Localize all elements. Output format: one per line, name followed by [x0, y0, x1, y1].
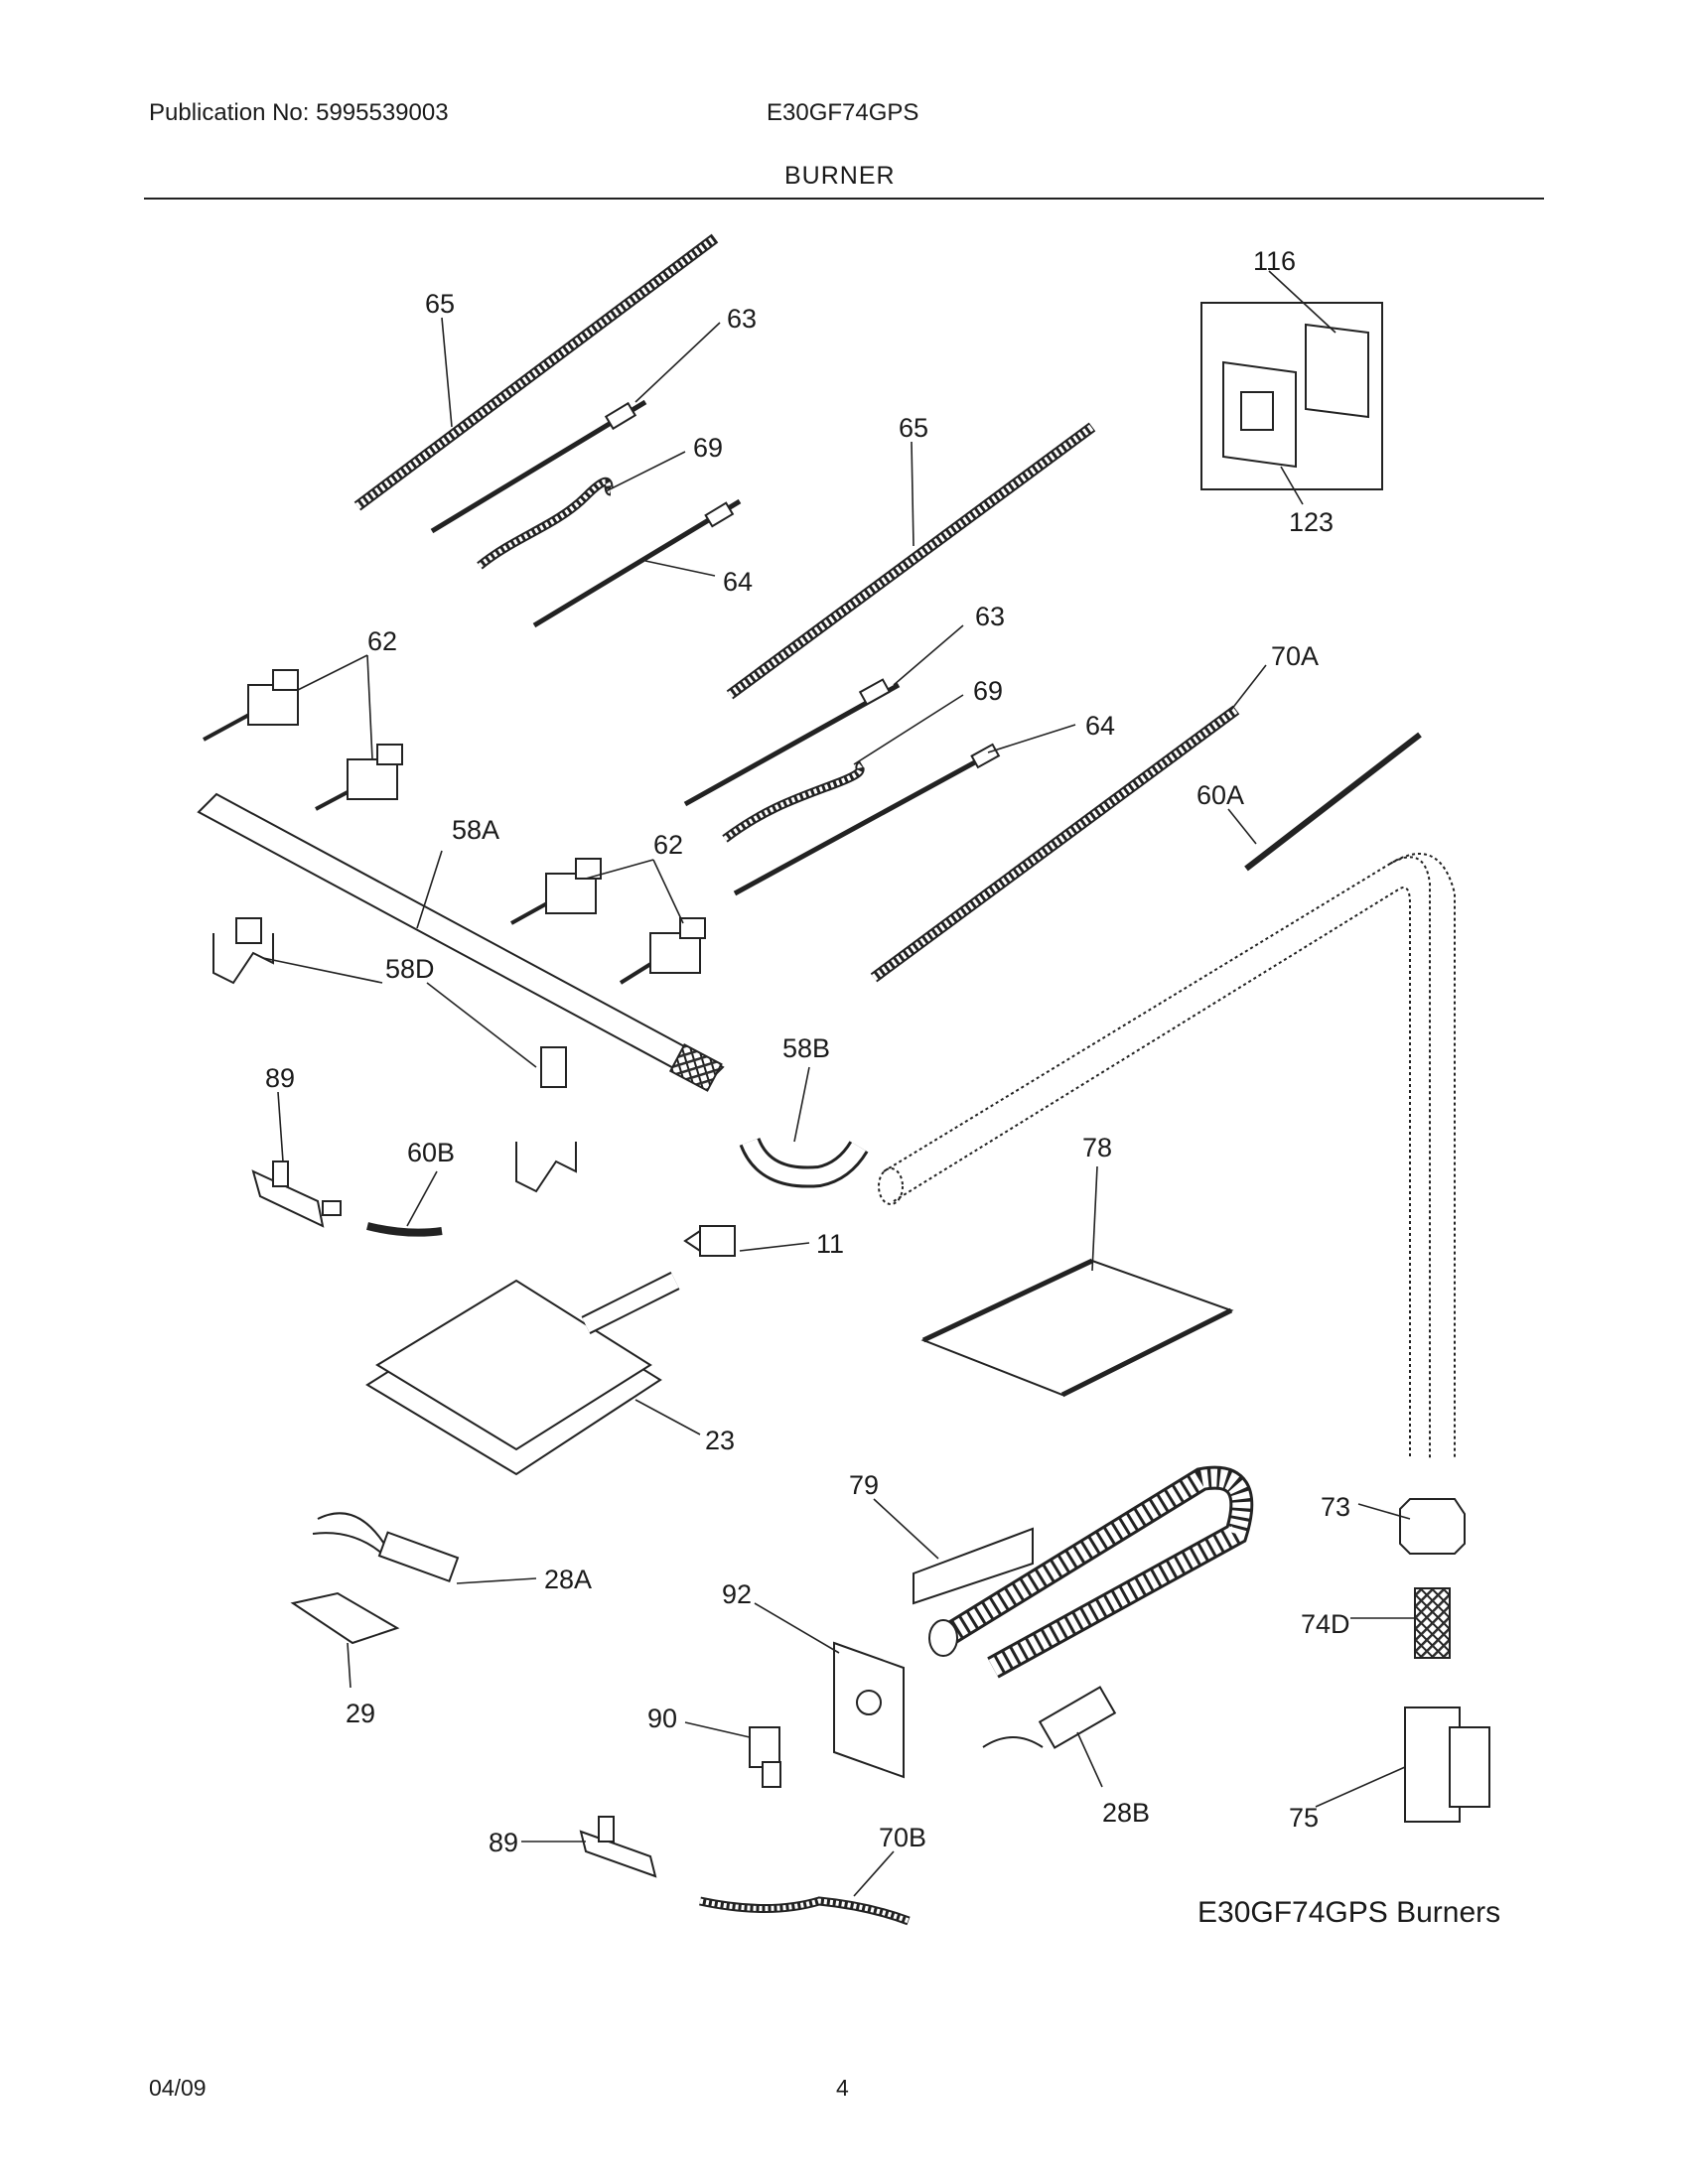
- tube-64-upper: [532, 498, 742, 628]
- footer-date: 04/09: [149, 2075, 207, 2101]
- callout-28b: 28B: [1102, 1798, 1150, 1828]
- callout-29: 29: [346, 1699, 375, 1728]
- header-rule: [144, 198, 1544, 200]
- flex-tube-65-upper: [353, 233, 719, 511]
- wire-60a: [1244, 732, 1422, 872]
- callout-63-upper: 63: [727, 304, 757, 334]
- tube-63-lower: [683, 678, 901, 807]
- plate-92: [833, 1641, 905, 1779]
- callout-70a: 70A: [1271, 641, 1319, 671]
- fitting-73: [1399, 1498, 1466, 1555]
- valve-62-a: [203, 669, 299, 742]
- section-title: BURNER: [784, 162, 896, 190]
- callout-58a: 58A: [452, 815, 499, 845]
- gas-pipe: [878, 853, 1456, 1459]
- callout-28a: 28A: [544, 1565, 592, 1594]
- callout-89-bottom: 89: [489, 1828, 518, 1857]
- burner-23: [365, 1272, 680, 1476]
- callout-69-lower: 69: [973, 676, 1003, 706]
- callout-92: 92: [722, 1579, 752, 1609]
- callout-74d: 74D: [1301, 1609, 1350, 1639]
- callout-78: 78: [1082, 1133, 1112, 1162]
- callout-64-upper: 64: [723, 567, 753, 597]
- flex-tube-65-lower: [726, 422, 1096, 700]
- callout-58d: 58D: [385, 954, 435, 984]
- callout-62-lower: 62: [653, 830, 683, 860]
- tube-63-upper: [430, 399, 647, 534]
- heat-shield-78: [920, 1258, 1234, 1398]
- bracket-29: [290, 1591, 400, 1645]
- leader-lines: [262, 270, 1415, 1897]
- callout-63-lower: 63: [975, 602, 1005, 631]
- callout-70b: 70B: [879, 1823, 926, 1852]
- tube-64-lower: [733, 743, 1001, 896]
- page-number: 4: [836, 2075, 849, 2101]
- callout-89-top: 89: [265, 1063, 295, 1093]
- igniter-89-top: [251, 1160, 342, 1228]
- bracket-58d-b: [515, 1046, 577, 1193]
- burner-79: [913, 1465, 1254, 1679]
- callout-65-lower: 65: [899, 413, 928, 443]
- igniter-28b: [982, 1686, 1117, 1749]
- callout-58b: 58B: [782, 1033, 830, 1063]
- igniter-28a: [312, 1512, 460, 1583]
- callout-23: 23: [705, 1426, 735, 1455]
- callout-62-upper: 62: [367, 626, 397, 656]
- valve-62-c: [510, 858, 602, 925]
- wire-60b: [366, 1222, 443, 1237]
- orifice-11: [683, 1225, 736, 1257]
- callout-labels: 65 63 69 64 116 123 65 63 69 64 70A 62 6…: [265, 246, 1350, 1857]
- spark-module-box: [1200, 302, 1383, 490]
- publication-number: Publication No: 5995539003: [149, 99, 449, 126]
- diagram-caption: E30GF74GPS Burners: [1197, 1896, 1501, 1929]
- flex-tube-70a: [870, 705, 1240, 983]
- callout-11: 11: [816, 1229, 844, 1259]
- model-number: E30GF74GPS: [767, 99, 919, 126]
- callout-116: 116: [1253, 246, 1296, 276]
- callout-65-upper: 65: [425, 289, 455, 319]
- callout-64-lower: 64: [1085, 711, 1115, 741]
- elbow-58b: [739, 1137, 869, 1188]
- manifold-58a: [197, 792, 725, 1092]
- callout-60a: 60A: [1196, 780, 1244, 810]
- flex-tube-70b: [699, 1896, 911, 1926]
- valve-62-b: [315, 744, 403, 811]
- callout-79: 79: [849, 1470, 879, 1500]
- callout-90: 90: [647, 1704, 677, 1733]
- valve-62-d: [619, 917, 706, 985]
- flex-tube-69-lower: [722, 760, 865, 843]
- bracket-58d-a: [212, 917, 274, 985]
- callout-69-upper: 69: [693, 433, 723, 463]
- callout-60b: 60B: [407, 1138, 455, 1167]
- orifice-90: [749, 1726, 781, 1788]
- callout-75: 75: [1289, 1803, 1319, 1833]
- flex-tube-69-upper: [477, 477, 615, 570]
- callout-73: 73: [1321, 1492, 1350, 1522]
- igniter-89-bottom: [579, 1816, 657, 1878]
- callout-123: 123: [1289, 507, 1334, 537]
- regulator-75: [1404, 1706, 1490, 1823]
- nipple-74d: [1414, 1587, 1451, 1659]
